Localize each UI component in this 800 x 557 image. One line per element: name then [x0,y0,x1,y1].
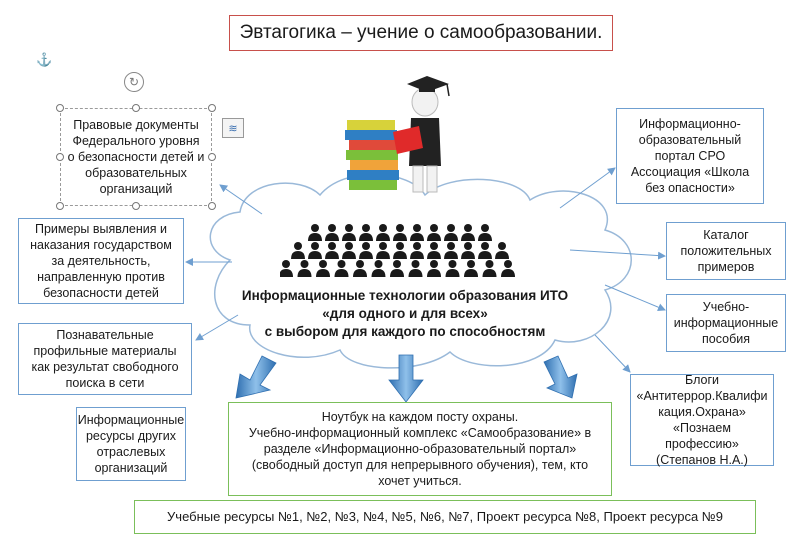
catalog-text: Каталог положительных примеров [680,228,772,274]
cognitive-materials-text: Познавательные профильные материалы как … [31,328,179,390]
person-icon [359,242,373,259]
person-icon [325,242,339,259]
people-crowd-icon [279,220,530,282]
manuals-text: Учебно- информационные пособия [673,300,779,346]
person-icon [501,260,515,277]
person-icon [427,224,441,241]
person-icon [297,260,312,277]
resize-handle[interactable] [56,153,64,161]
legal-docs-text: Правовые документы Федерального уровня о… [67,118,205,196]
down-arrows [235,354,578,403]
person-icon [334,260,349,277]
person-icon [410,224,424,241]
connector-arrows [185,167,666,373]
resize-handle[interactable] [132,202,140,210]
resize-handle[interactable] [132,104,140,112]
person-icon [376,242,390,259]
other-resources-text: Информационные ресурсы других отраслевых… [77,413,185,475]
person-icon [444,242,458,259]
notebook-text: Ноутбук на каждом посту охраны. Учебно-и… [248,410,592,488]
punishment-examples-text: Примеры выявления и наказания государств… [30,222,172,300]
cognitive-materials-box: Познавательные профильные материалы как … [18,323,192,395]
layout-options-icon[interactable]: ≋ [222,118,244,138]
person-icon [376,224,390,241]
person-icon [478,224,492,241]
rotate-handle-icon[interactable]: ↻ [124,72,144,92]
other-resources-box: Информационные ресурсы других отраслевых… [76,407,186,481]
person-icon [464,260,478,277]
person-icon [482,260,497,277]
person-icon [353,260,367,277]
down-arrow-left [235,355,277,399]
anchor-icon: ⚓ [36,52,53,67]
page-title: Эвтагогика – учение о самообразовании. [229,15,613,51]
person-icon [393,224,407,241]
person-icon [410,242,424,259]
person-icon [325,224,339,241]
person-icon [461,242,475,259]
person-icon [279,260,293,277]
resize-handle[interactable] [208,202,216,210]
resize-handle[interactable] [208,153,216,161]
resize-handle[interactable] [56,202,64,210]
resources-text: Учебные ресурсы №1, №2, №3, №4, №5, №6, … [167,509,723,524]
person-icon [393,242,407,259]
manuals-box: Учебно- информационные пособия [666,294,786,352]
resize-handle[interactable] [208,104,216,112]
person-icon [316,260,330,277]
person-icon [427,260,441,277]
person-icon [390,260,404,277]
person-icon [359,224,373,241]
person-icon [371,260,386,277]
person-icon [427,242,441,259]
down-arrow-right [543,355,578,399]
person-icon [291,242,305,259]
catalog-box: Каталог положительных примеров [666,222,786,280]
person-icon [408,260,423,277]
person-icon [342,224,356,241]
portal-text: Информационно- образовательный портал СР… [630,117,750,195]
ito-caption: Информационные технологии образования ИТ… [241,288,569,339]
person-icon [495,242,509,259]
legal-docs-box[interactable]: Правовые документы Федерального уровня о… [60,108,212,206]
resources-box: Учебные ресурсы №1, №2, №3, №4, №5, №6, … [134,500,756,534]
person-icon [308,242,322,259]
person-icon [444,224,458,241]
graduate-with-books-image [327,62,468,200]
person-icon [445,260,460,277]
person-icon [342,242,356,259]
person-icon [308,224,322,241]
portal-box: Информационно- образовательный портал СР… [616,108,764,204]
blogs-box: Блоги «Антитеррор.Квалифи кация.Охрана» … [630,373,774,467]
down-arrow-center [388,354,424,403]
blogs-text: Блоги «Антитеррор.Квалифи кация.Охрана» … [636,373,768,467]
person-icon [478,242,492,259]
notebook-box: Ноутбук на каждом посту охраны. Учебно-и… [228,402,612,496]
person-icon [461,224,475,241]
punishment-examples-box: Примеры выявления и наказания государств… [18,218,184,304]
resize-handle[interactable] [56,104,64,112]
